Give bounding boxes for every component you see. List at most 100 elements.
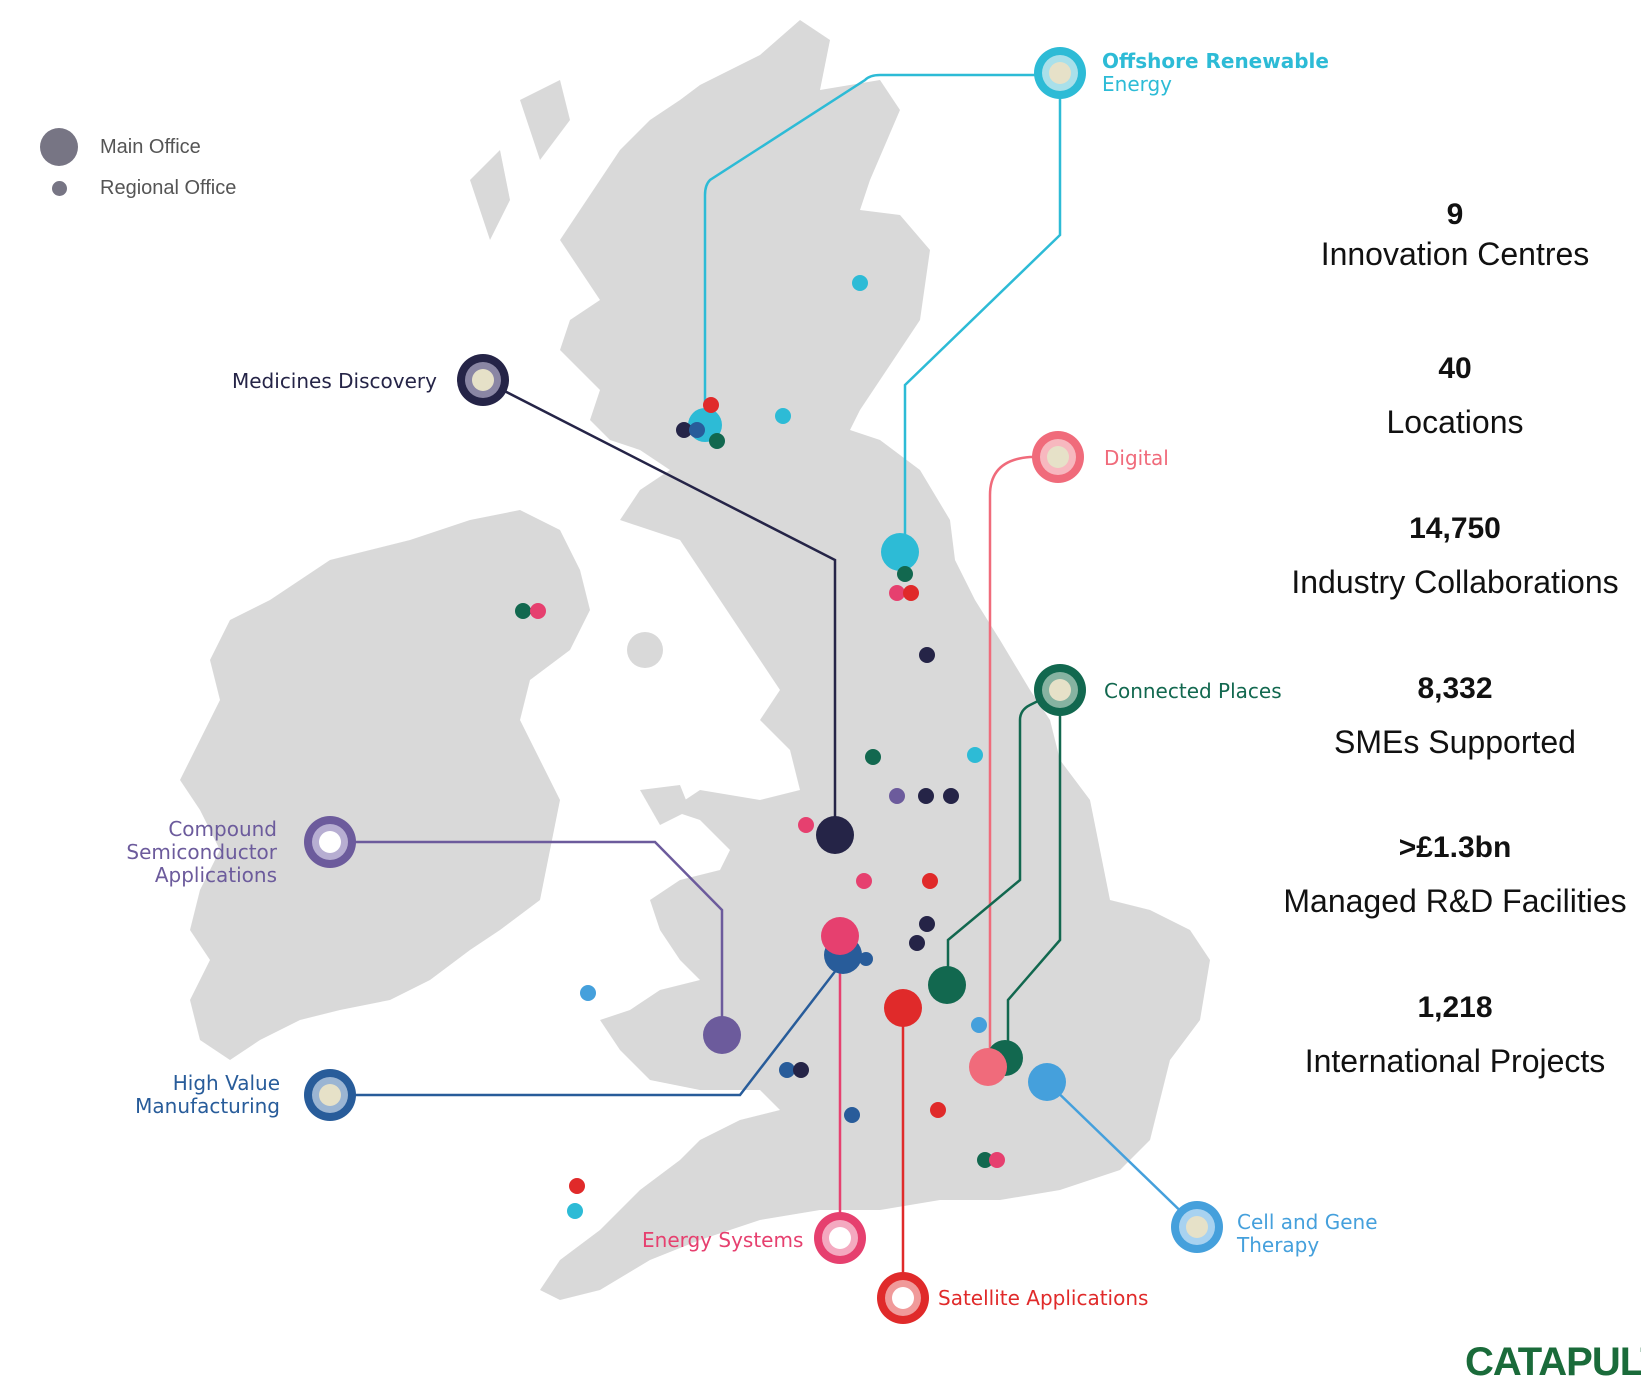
stat-managed-facilities: >£1.3bn Managed R&D Facilities bbox=[1270, 831, 1640, 920]
legend-main-office: Main Office bbox=[40, 128, 201, 166]
stat-label: International Projects bbox=[1304, 1043, 1606, 1079]
connected-main-1 bbox=[928, 966, 966, 1004]
legend-main-office-label: Main Office bbox=[100, 135, 201, 158]
compound-main bbox=[703, 1016, 741, 1054]
medicines-main bbox=[816, 816, 854, 854]
digital-connector bbox=[988, 455, 1058, 1065]
main-office-dots bbox=[688, 408, 1066, 1101]
energy-badge bbox=[814, 1212, 866, 1264]
stat-label: Locations bbox=[1386, 404, 1524, 440]
cgt-label-line1: Cell and Gene bbox=[1237, 1210, 1378, 1234]
regional-dot bbox=[859, 952, 873, 966]
hvm-label-line2: Manufacturing bbox=[135, 1094, 280, 1118]
ore-main-blyth bbox=[881, 533, 919, 571]
regional-dot bbox=[856, 873, 872, 889]
cgt-label-line2: Therapy bbox=[1237, 1233, 1320, 1257]
regional-dot bbox=[580, 985, 596, 1001]
compound-badge bbox=[304, 816, 356, 868]
stat-value: 1,218 bbox=[1417, 991, 1493, 1024]
digital-label: Digital bbox=[1104, 446, 1169, 470]
ore-connector-2 bbox=[903, 75, 1062, 555]
regional-dot bbox=[977, 1152, 993, 1168]
regional-dot bbox=[889, 788, 905, 804]
ore-label: Offshore Renewable Energy bbox=[1102, 50, 1329, 96]
digital-badge bbox=[1032, 431, 1084, 483]
ore-label-line2: Energy bbox=[1102, 72, 1173, 96]
digital-main bbox=[969, 1048, 1007, 1086]
regional-dot bbox=[515, 603, 531, 619]
regional-dot bbox=[865, 749, 881, 765]
stat-smes-supported: 8,332 SMEs Supported bbox=[1270, 672, 1640, 761]
compound-connector bbox=[330, 840, 724, 1035]
legend-regional-office: Regional Office bbox=[52, 177, 236, 200]
regional-dot bbox=[909, 935, 925, 951]
energy-main bbox=[821, 917, 859, 955]
regional-dot bbox=[793, 1062, 809, 1078]
regional-office-marker-icon bbox=[52, 181, 67, 196]
stat-value: 40 bbox=[1438, 352, 1472, 385]
regional-dot bbox=[676, 422, 692, 438]
regional-dot bbox=[569, 1178, 585, 1194]
stat-label: Innovation Centres bbox=[1320, 236, 1590, 272]
connected-connector-1 bbox=[946, 688, 1061, 985]
regional-dot bbox=[989, 1152, 1005, 1168]
stat-value: 14,750 bbox=[1409, 512, 1501, 545]
compound-label: Compound Semiconductor Applications bbox=[12, 818, 277, 887]
medicines-badge bbox=[457, 354, 509, 406]
stat-value: >£1.3bn bbox=[1398, 831, 1512, 864]
regional-dot bbox=[971, 1017, 987, 1033]
regional-dot bbox=[918, 788, 934, 804]
regional-dot bbox=[943, 788, 959, 804]
stat-locations: 40 Locations bbox=[1270, 352, 1640, 441]
main-office-marker-icon bbox=[40, 128, 78, 166]
hvm-badge bbox=[304, 1069, 356, 1121]
regional-dot bbox=[897, 566, 913, 582]
medicines-label: Medicines Discovery bbox=[232, 369, 437, 393]
cgt-badge bbox=[1171, 1201, 1223, 1253]
ore-badge bbox=[1034, 47, 1086, 99]
connected-connector-2 bbox=[1006, 690, 1062, 1060]
stat-international-projects: 1,218 International Projects bbox=[1270, 991, 1640, 1080]
hvm-connector bbox=[330, 964, 841, 1097]
connected-badge bbox=[1034, 664, 1086, 716]
regional-dot bbox=[844, 1107, 860, 1123]
satellite-label: Satellite Applications bbox=[938, 1286, 1149, 1310]
ore-connector-1 bbox=[703, 73, 1060, 425]
regional-dot bbox=[852, 275, 868, 291]
hvm-label-line1: High Value bbox=[172, 1071, 280, 1095]
great-britain-landmass bbox=[540, 20, 1210, 1300]
stat-value: 9 bbox=[1446, 198, 1464, 231]
catapult-logo: CATAPULT bbox=[1465, 1340, 1641, 1384]
ore-label-line1: Offshore Renewable bbox=[1102, 49, 1329, 73]
stat-label: Managed R&D Facilities bbox=[1283, 883, 1627, 919]
compound-label-line2: Applications bbox=[154, 863, 277, 887]
connected-places-label: Connected Places bbox=[1104, 679, 1282, 703]
stat-value: 8,332 bbox=[1417, 672, 1493, 705]
compound-label-line1: Compound Semiconductor bbox=[126, 817, 277, 864]
regional-dot bbox=[922, 873, 938, 889]
regional-dot bbox=[709, 433, 725, 449]
regional-office-dots bbox=[515, 275, 1005, 1219]
energy-systems-label: Energy Systems bbox=[642, 1228, 804, 1252]
regional-dot bbox=[889, 585, 905, 601]
regional-dot bbox=[567, 1203, 583, 1219]
hvm-label: High Value Manufacturing bbox=[80, 1072, 280, 1118]
regional-dot bbox=[967, 747, 983, 763]
medicines-connector bbox=[482, 378, 837, 835]
stat-label: Industry Collaborations bbox=[1291, 564, 1619, 600]
regional-dot bbox=[919, 647, 935, 663]
cgt-label: Cell and Gene Therapy bbox=[1237, 1211, 1378, 1257]
regional-dot bbox=[775, 408, 791, 424]
regional-dot bbox=[930, 1102, 946, 1118]
cgt-connector bbox=[1046, 1081, 1198, 1228]
legend-regional-office-label: Regional Office bbox=[100, 177, 237, 199]
satellite-main bbox=[884, 989, 922, 1027]
stat-label: SMEs Supported bbox=[1334, 724, 1576, 760]
regional-dot bbox=[798, 817, 814, 833]
cgt-main bbox=[1028, 1063, 1066, 1101]
regional-dot bbox=[530, 603, 546, 619]
ireland-landmass bbox=[180, 510, 590, 1060]
regional-dot bbox=[703, 397, 719, 413]
stat-innovation-centres: 9 Innovation Centres bbox=[1270, 198, 1640, 273]
